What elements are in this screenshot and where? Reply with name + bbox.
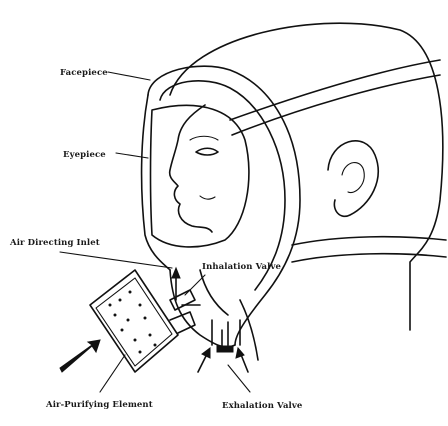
- facepiece-label: Facepiece: [60, 68, 108, 78]
- air-directing-inlet-label: Air Directing Inlet: [10, 238, 100, 248]
- face-profile: [170, 105, 218, 232]
- exhalation-valve-drawing: [198, 320, 248, 372]
- ear-drawing: [328, 141, 378, 216]
- inhalation-valve-drawing: [170, 268, 200, 310]
- eyepiece-label: Eyepiece: [63, 150, 106, 160]
- incoming-air-arrow: [60, 340, 100, 372]
- air-purifying-element-drawing: [90, 270, 195, 372]
- exhalation-valve-label: Exhalation Valve: [222, 401, 302, 411]
- air-purifying-element-label: Air-Purifying Element: [46, 400, 153, 410]
- eyepiece-lens: [151, 105, 249, 247]
- inhalation-valve-label: Inhalation Valve: [202, 262, 281, 272]
- head-outline: [170, 23, 443, 360]
